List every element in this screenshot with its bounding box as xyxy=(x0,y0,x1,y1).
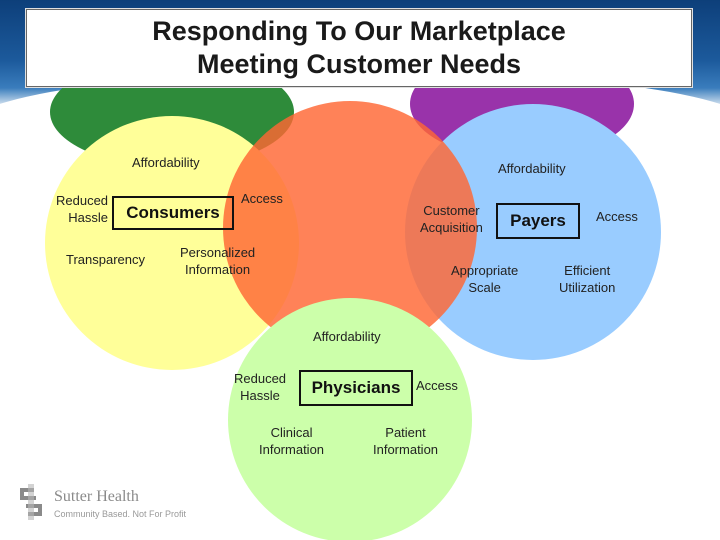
physicians-reduced-hassle-line-1: Reduced xyxy=(234,371,287,386)
patient-information-line-1: Patient xyxy=(385,425,426,440)
reduced-hassle-line-1: Reduced xyxy=(56,193,109,208)
physicians-box: Physicians xyxy=(299,370,413,406)
title-line-2: Meeting Customer Needs xyxy=(196,49,522,79)
consumers-reduced-hassle: Reduced Hassle xyxy=(56,192,108,226)
physicians-reduced-hassle: Reduced Hassle xyxy=(234,370,286,404)
payers-affordability: Affordability xyxy=(498,161,566,176)
appropriate-scale: Appropriate Scale xyxy=(451,262,518,296)
appropriate-scale-line-1: Appropriate xyxy=(451,263,519,278)
personalized-information: Personalized Information xyxy=(180,244,255,278)
clinical-information-line-1: Clinical xyxy=(270,425,313,440)
payers-box: Payers xyxy=(496,203,580,239)
access-center-label: Access xyxy=(241,191,283,206)
consumers-box: Consumers xyxy=(112,196,234,230)
sutter-health-logo-icon xyxy=(20,484,42,520)
consumers-affordability: Affordability xyxy=(132,155,200,170)
customer-acquisition-line-1: Customer xyxy=(423,203,480,218)
efficient-utilization: Efficient Utilization xyxy=(559,262,615,296)
customer-acquisition: Customer Acquisition xyxy=(420,202,483,236)
physicians-access: Access xyxy=(416,378,458,393)
payers-access: Access xyxy=(596,209,638,224)
appropriate-scale-line-2: Scale xyxy=(468,280,501,295)
efficient-utilization-line-1: Efficient xyxy=(564,263,611,278)
reduced-hassle-line-2: Hassle xyxy=(68,210,109,225)
personalized-line-2: Information xyxy=(185,262,251,277)
patient-information: Patient Information xyxy=(373,424,438,458)
patient-information-line-2: Information xyxy=(373,442,439,457)
customer-acquisition-line-2: Acquisition xyxy=(420,220,483,235)
physicians-affordability: Affordability xyxy=(313,329,381,344)
consumers-transparency: Transparency xyxy=(66,252,145,267)
payers-circle xyxy=(405,104,661,360)
physicians-circle xyxy=(228,298,472,540)
efficient-utilization-line-2: Utilization xyxy=(559,280,616,295)
clinical-information-line-2: Information xyxy=(259,442,325,457)
title-box: Responding To Our Marketplace Meeting Cu… xyxy=(26,9,692,87)
physicians-reduced-hassle-line-2: Hassle xyxy=(240,388,280,403)
personalized-line-1: Personalized xyxy=(180,245,256,260)
clinical-information: Clinical Information xyxy=(259,424,324,458)
sutter-health-logo: Sutter Health Community Based. Not For P… xyxy=(14,482,194,526)
logo-name: Sutter Health xyxy=(54,488,139,505)
access-circle xyxy=(223,101,477,355)
title-line-1: Responding To Our Marketplace xyxy=(152,16,566,46)
logo-tagline: Community Based. Not For Profit xyxy=(54,509,187,519)
